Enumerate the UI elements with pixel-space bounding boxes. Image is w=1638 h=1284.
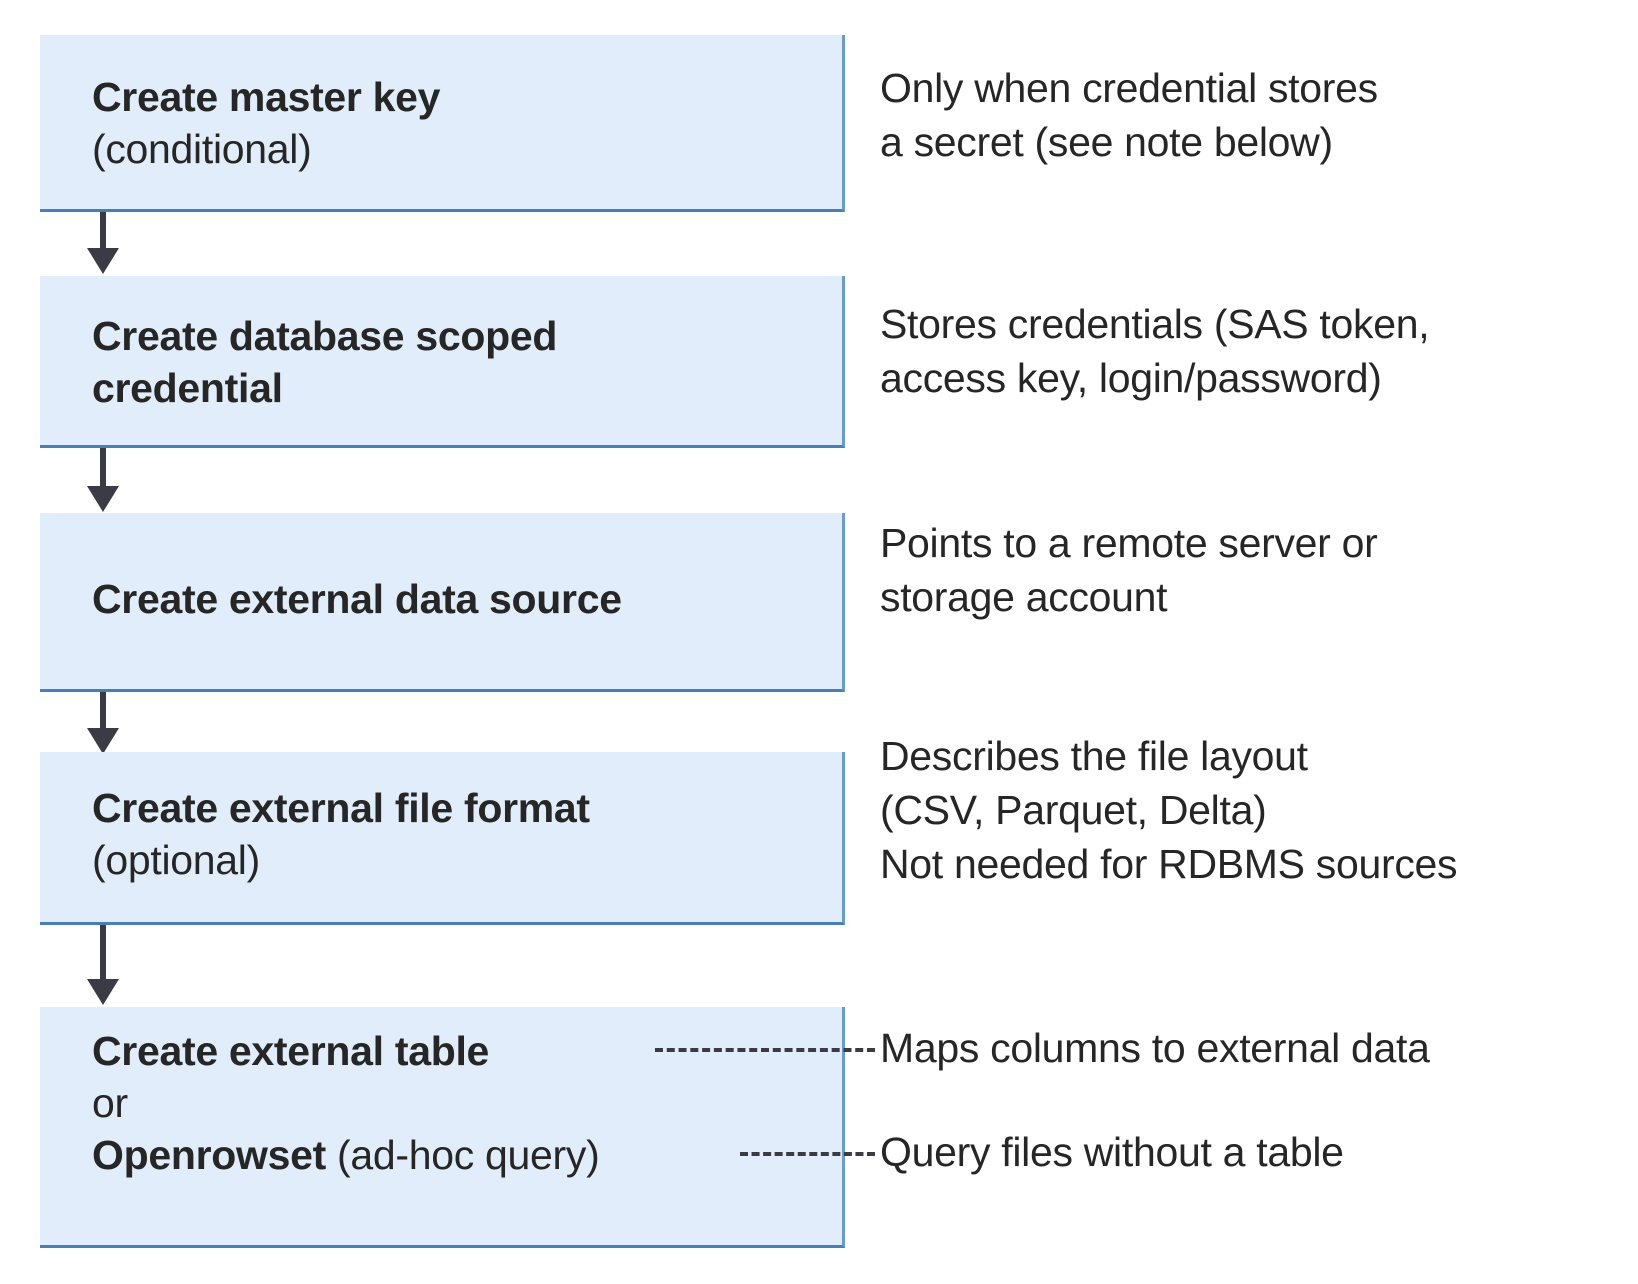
arrow-down-icon — [87, 692, 119, 754]
step-label-openrowset: Openrowset — [92, 1132, 326, 1178]
step-box-create-database-scoped-credential[interactable]: Create database scoped credential — [40, 276, 845, 448]
arrow-down-icon — [87, 212, 119, 274]
note-line: a secret (see note below) — [880, 119, 1333, 165]
note-create-external-file-format: Describes the file layout (CSV, Parquet,… — [880, 729, 1458, 891]
step-label-create-database-scoped-credential-line2: credential — [92, 365, 283, 411]
step-label-create-database-scoped-credential-line1: Create database scoped — [92, 313, 558, 359]
step-label-create-external-data-source: Create external data source — [92, 576, 622, 622]
step-box-create-external-data-source[interactable]: Create external data source — [40, 513, 845, 692]
note-line: Describes the file layout — [880, 733, 1308, 779]
dashed-connector-external-table — [655, 1048, 875, 1052]
step-label-create-external-table: Create external table — [92, 1028, 490, 1074]
arrow-down-icon — [87, 925, 119, 1007]
note-create-external-data-source: Points to a remote server or storage acc… — [880, 516, 1378, 624]
arrow-down-icon — [87, 448, 119, 512]
note-create-database-scoped-credential: Stores credentials (SAS token, access ke… — [880, 297, 1430, 405]
note-line: (CSV, Parquet, Delta) — [880, 787, 1267, 833]
note-line: Points to a remote server or — [880, 520, 1378, 566]
step-label-create-master-key: Create master key — [92, 74, 441, 120]
step-sublabel-create-master-key: (conditional) — [92, 126, 312, 172]
note-line: Stores credentials (SAS token, — [880, 301, 1430, 347]
note-line: storage account — [880, 574, 1168, 620]
note-create-master-key: Only when credential stores a secret (se… — [880, 61, 1378, 169]
note-line: Query files without a table — [880, 1129, 1344, 1175]
step-label-openrowset-suffix: (ad-hoc query) — [325, 1132, 600, 1178]
note-line: Only when credential stores — [880, 65, 1378, 111]
dashed-connector-openrowset — [740, 1152, 875, 1156]
note-openrowset: Query files without a table — [880, 1125, 1344, 1179]
step-box-create-external-file-format[interactable]: Create external file format (optional) — [40, 752, 845, 925]
step-box-create-master-key[interactable]: Create master key (conditional) — [40, 35, 845, 212]
note-line: Maps columns to external data — [880, 1025, 1430, 1071]
note-line: Not needed for RDBMS sources — [880, 841, 1458, 887]
step-label-or: or — [92, 1080, 128, 1126]
note-create-external-table: Maps columns to external data — [880, 1021, 1430, 1075]
step-sublabel-create-external-file-format: (optional) — [92, 837, 260, 883]
step-label-create-external-file-format: Create external file format — [92, 785, 590, 831]
note-line: access key, login/password) — [880, 355, 1382, 401]
step-box-create-external-table-or-openrowset[interactable]: Create external table or Openrowset (ad-… — [40, 1007, 845, 1248]
